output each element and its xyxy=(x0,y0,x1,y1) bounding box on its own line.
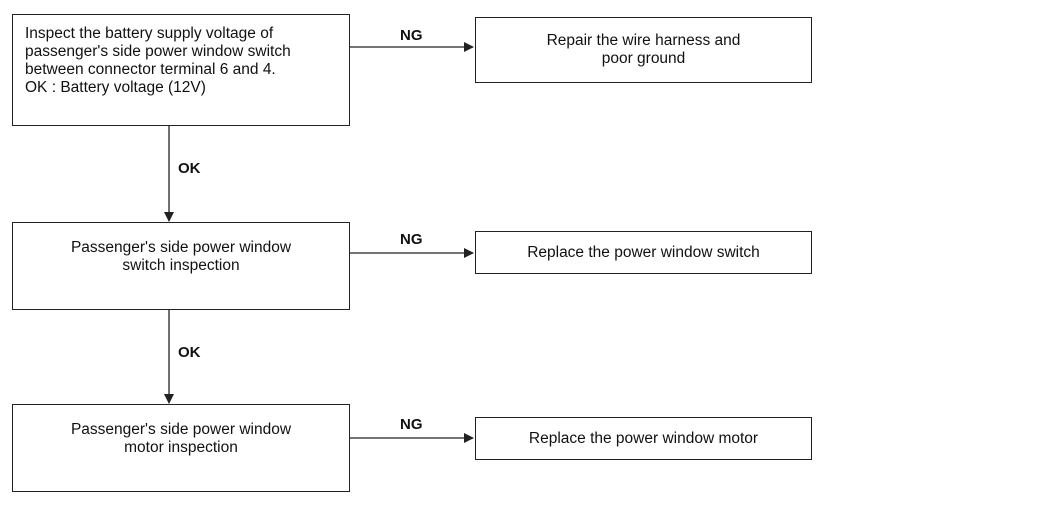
step-2-box: Passenger's side power window switch ins… xyxy=(12,222,350,310)
step-2-text-line: switch inspection xyxy=(122,257,240,274)
step-1-ok-label: OK xyxy=(178,160,201,177)
step-2-ng-action-box: Replace the power window switch xyxy=(475,231,812,274)
step-2-ng-action-line: Replace the power window switch xyxy=(527,243,760,261)
step-1-ng-label: NG xyxy=(400,27,423,44)
step-3-box: Passenger's side power window motor insp… xyxy=(12,404,350,492)
step-1-box: Inspect the battery supply voltage of pa… xyxy=(12,14,350,126)
step-3-ng-action-box: Replace the power window motor xyxy=(475,417,812,460)
step-2-ok-label: OK xyxy=(178,344,201,361)
step-1-text-line: between connector terminal 6 and 4. xyxy=(25,61,276,78)
step-1-text-line: Inspect the battery supply voltage of xyxy=(25,25,274,42)
step-1-ng-action-box: Repair the wire harness and poor ground xyxy=(475,17,812,83)
step-1-text-line: OK : Battery voltage (12V) xyxy=(25,79,206,96)
step-1-ng-action-line: Repair the wire harness and xyxy=(546,32,741,49)
step-3-text-line: motor inspection xyxy=(124,439,238,456)
step-3-ng-action-line: Replace the power window motor xyxy=(528,429,759,447)
step-2-text-line: Passenger's side power window xyxy=(70,239,292,256)
step-3-text-line: Passenger's side power window xyxy=(70,421,292,438)
step-1-text-line: passenger's side power window switch xyxy=(25,43,291,60)
step-1-ng-action-line: poor ground xyxy=(601,50,686,67)
step-3-ng-label: NG xyxy=(400,416,423,433)
step-2-ng-label: NG xyxy=(400,231,423,248)
